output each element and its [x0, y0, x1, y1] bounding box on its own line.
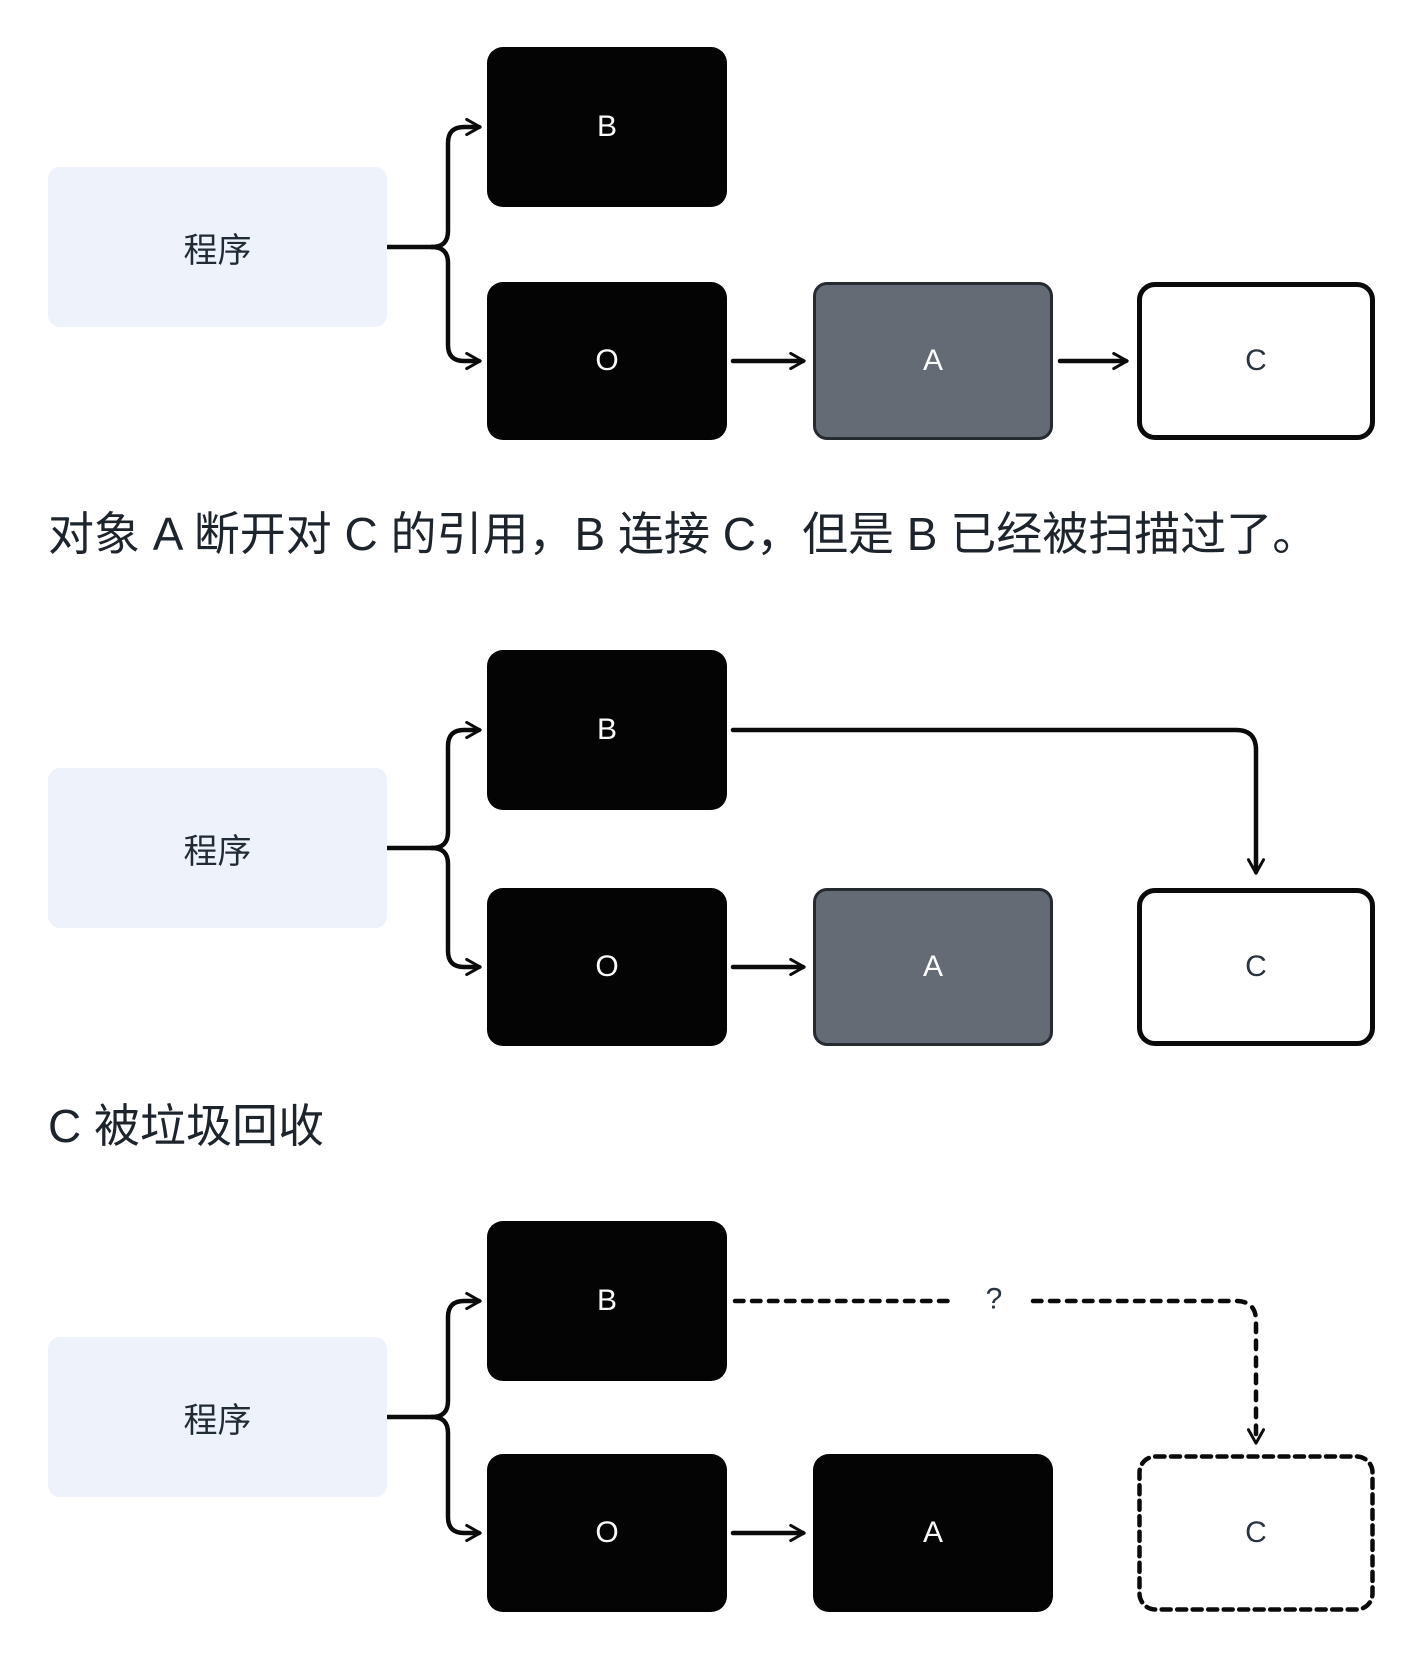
diagram1-node-a: A	[813, 282, 1053, 440]
diagram3-connectors	[384, 1291, 1375, 1612]
diagram1-node-c: C	[1137, 282, 1375, 440]
diagram2-node-b: B	[487, 650, 727, 810]
node-c3-dashed-border	[1137, 1454, 1375, 1612]
diagram1-node-a-label: A	[922, 344, 943, 377]
diagram2-node-b-label: B	[596, 713, 617, 746]
diagram2-program-box: 程序	[48, 768, 387, 928]
program3-to-b-arrow	[429, 1291, 482, 1420]
program1-to-o-arrow	[429, 244, 482, 371]
program2-to-b-arrow	[429, 720, 482, 851]
program3-to-o-arrow	[429, 1414, 482, 1543]
diagram3-node-a-label: A	[922, 1516, 943, 1549]
diagram2-node-c-label: C	[1245, 950, 1267, 983]
diagram1-program-label: 程序	[183, 231, 252, 270]
diagram2-node-a: A	[813, 888, 1053, 1046]
diagram1-node-o: O	[487, 282, 727, 440]
diagram2-node-c: C	[1137, 888, 1375, 1046]
diagram3-node-o: O	[487, 1454, 727, 1612]
diagram3-node-b-label: B	[596, 1284, 617, 1317]
diagram1-node-b: B	[487, 47, 727, 207]
diagram2-node-o: O	[487, 888, 727, 1046]
diagram1-node-o-label: O	[595, 344, 619, 377]
diagram1-node-c-label: C	[1245, 344, 1267, 377]
diagram3-program-box: 程序	[48, 1337, 387, 1497]
diagram3-node-c-label: C	[1245, 1516, 1267, 1549]
diagram1-connectors	[384, 117, 1129, 371]
b3-dashed-arrow-to-c3	[1030, 1298, 1266, 1445]
diagram3-node-o-label: O	[595, 1516, 619, 1549]
diagram3-node-a: A	[813, 1454, 1053, 1612]
diagram3-program-label: 程序	[183, 1401, 252, 1440]
diagram1-node-b-label: B	[596, 110, 617, 143]
caption-a-disconnects-c: 对象 A 断开对 C 的引用，B 连接 C，但是 B 已经被扫描过了。	[48, 508, 1319, 560]
diagram1-program-box: 程序	[48, 167, 387, 327]
diagram2-program-label: 程序	[183, 832, 252, 871]
diagram2-connectors	[384, 720, 1266, 977]
diagram2-node-a-label: A	[922, 950, 943, 983]
caption-c-collected: C 被垃圾回收	[48, 1100, 324, 1152]
diagram3-node-b: B	[487, 1221, 727, 1381]
question-mark-label: ?	[985, 1282, 1003, 1316]
diagram3-node-c: C	[1137, 1454, 1375, 1612]
program1-to-b-arrow	[429, 117, 482, 250]
program2-to-o-arrow	[429, 845, 482, 977]
diagram2-node-o-label: O	[595, 950, 619, 983]
b2-to-c2-arrow	[730, 727, 1266, 875]
